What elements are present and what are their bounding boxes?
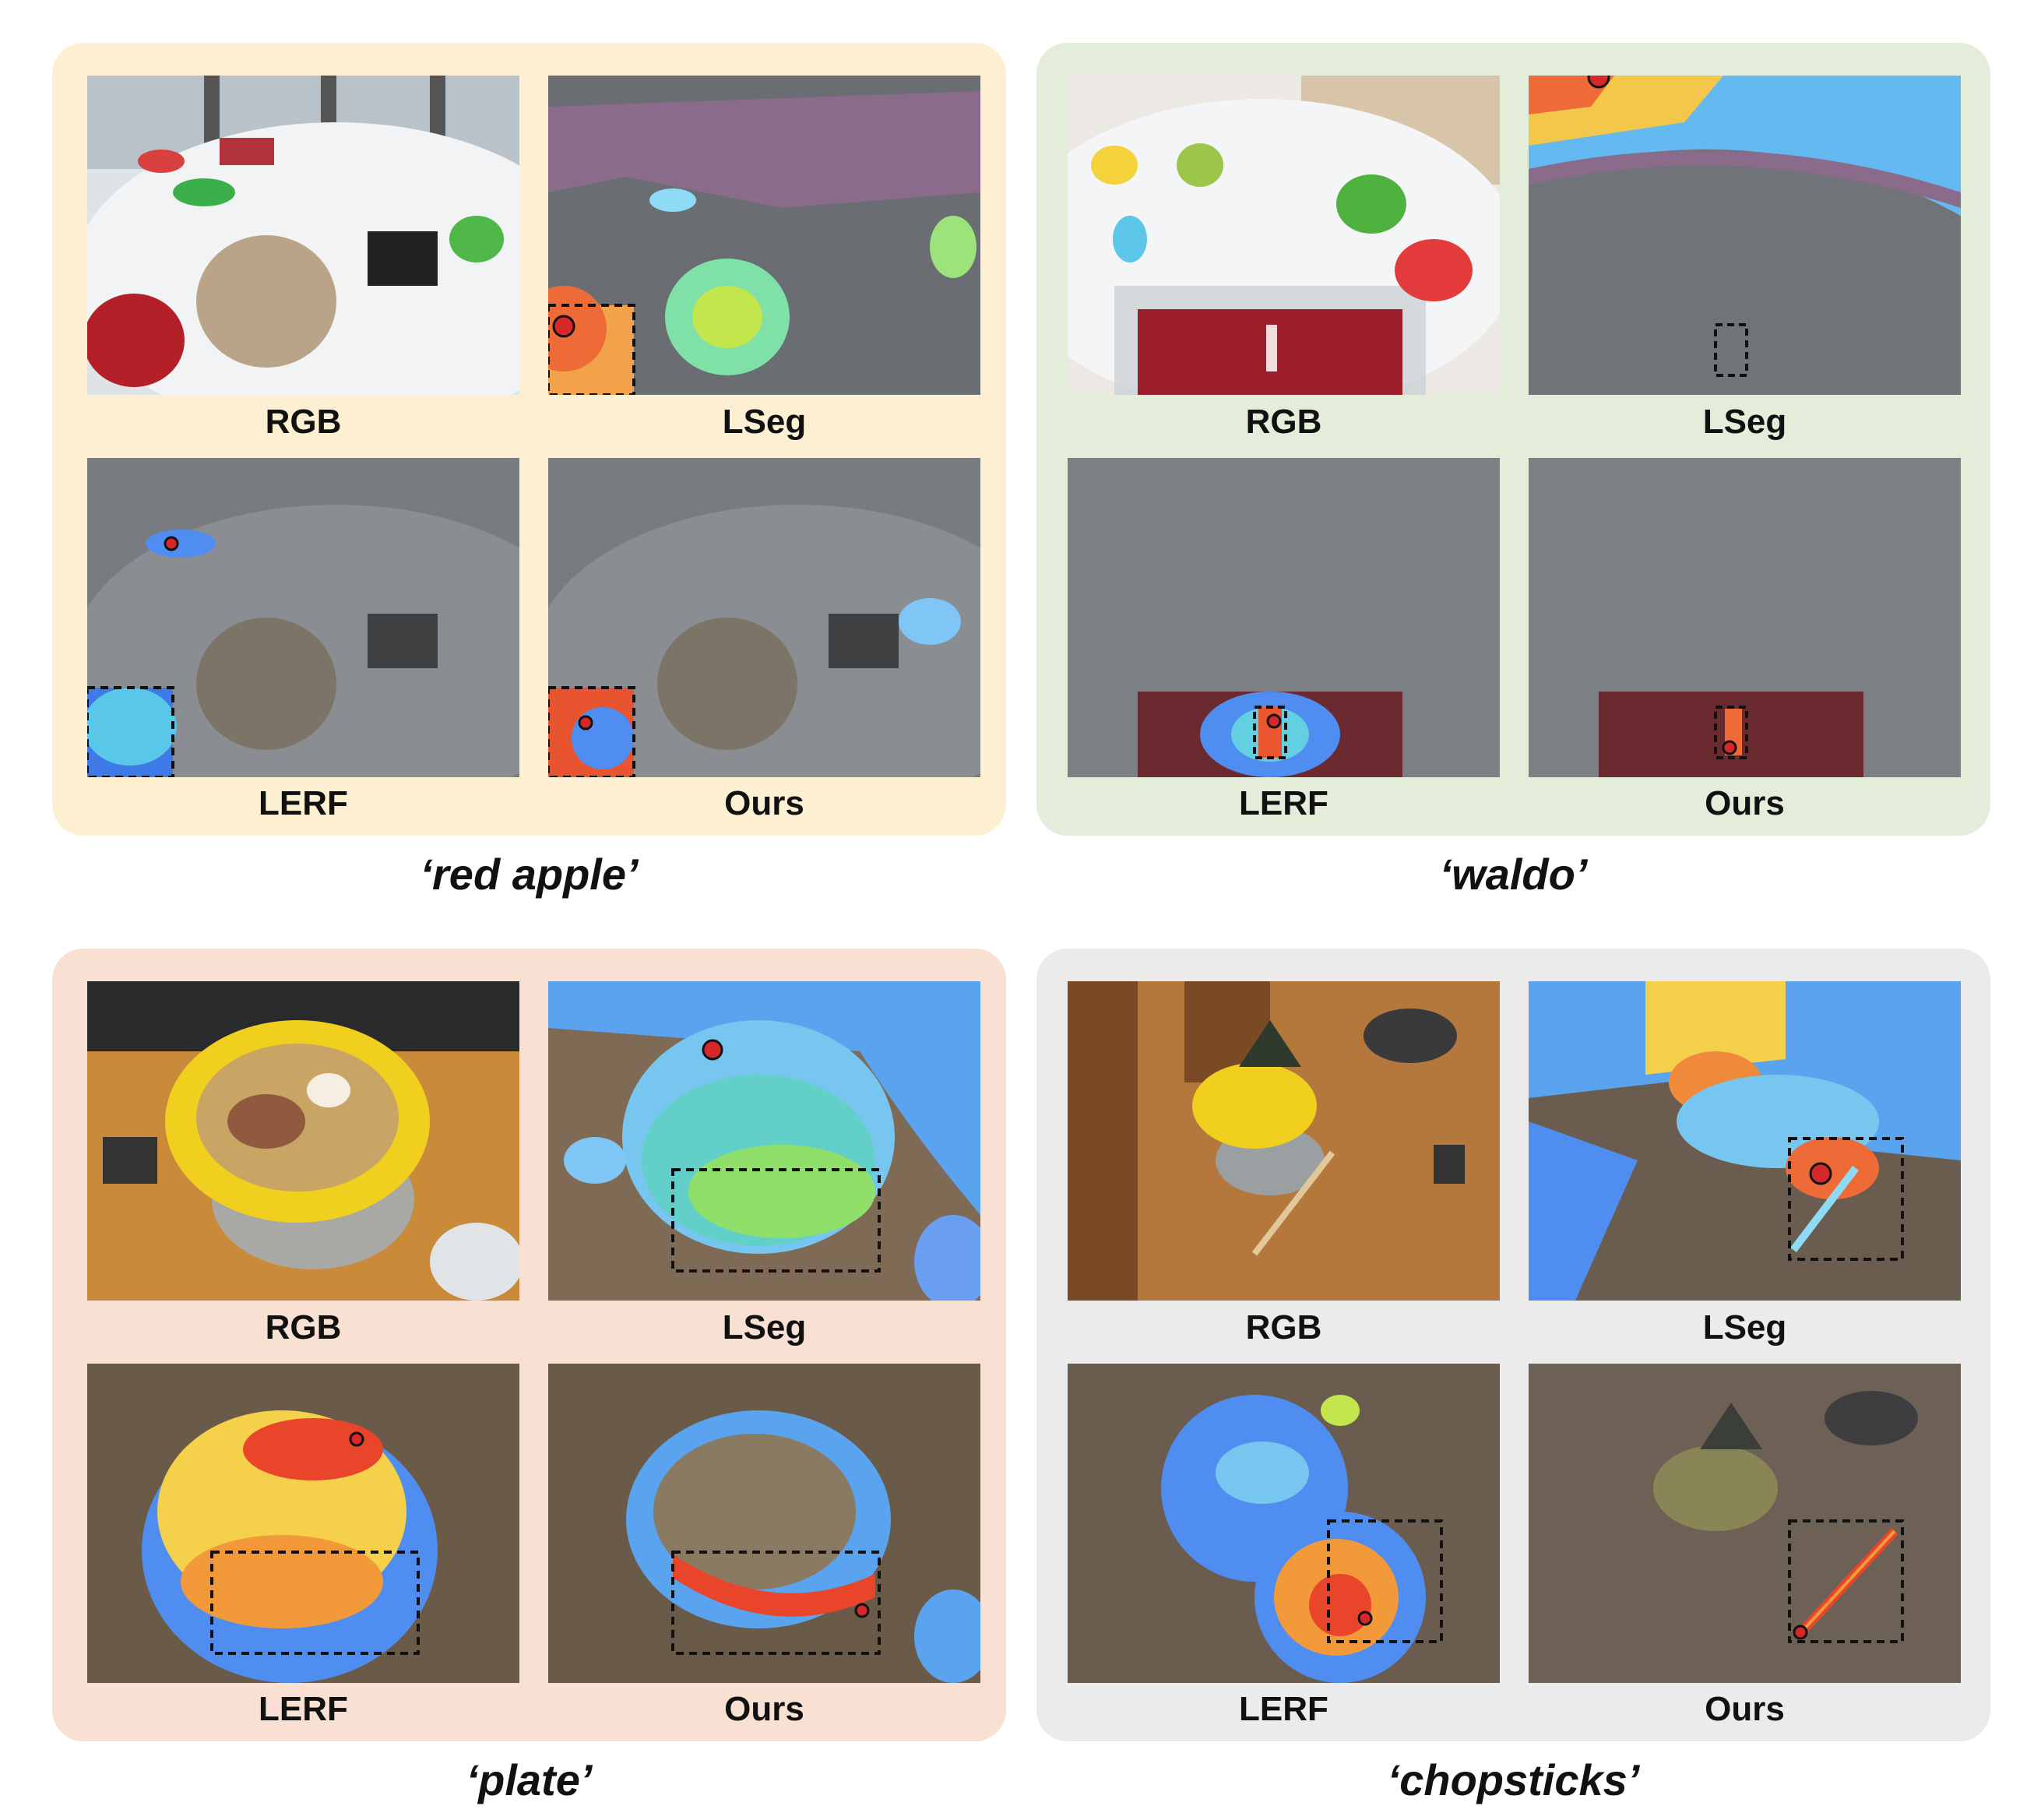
ours-heatmap — [1529, 458, 1961, 777]
lerf-heatmap — [1068, 1364, 1500, 1683]
lerf-heatmap — [87, 458, 519, 777]
lseg-heatmap — [548, 981, 980, 1301]
panel-waldo: RGB LSeg LERF Ours — [1036, 43, 1990, 836]
label-lseg: LSeg — [722, 1308, 807, 1347]
rgb-image — [1068, 981, 1500, 1301]
label-lseg: LSeg — [722, 403, 807, 441]
lseg-heatmap — [1529, 76, 1961, 395]
panel-red-apple: RGB LSeg LERF Ours — [52, 43, 1006, 836]
rgb-image — [87, 76, 519, 395]
caption-red-apple: ‘red apple’ — [420, 850, 639, 899]
label-lseg: LSeg — [1702, 403, 1787, 441]
lerf-heatmap — [1068, 458, 1500, 777]
caption-plate: ‘plate’ — [466, 1755, 593, 1804]
label-ours: Ours — [724, 1690, 804, 1728]
lseg-heatmap — [548, 76, 980, 395]
label-ours: Ours — [1705, 1690, 1785, 1728]
panel-plate: RGB LSeg LERF Ours — [52, 949, 1006, 1741]
label-rgb: RGB — [265, 403, 342, 441]
ours-heatmap — [548, 1364, 980, 1683]
caption-waldo: ‘waldo’ — [1439, 850, 1588, 899]
label-ours: Ours — [724, 784, 804, 822]
label-lerf: LERF — [1239, 1690, 1328, 1728]
label-ours: Ours — [1705, 784, 1785, 822]
label-lerf: LERF — [1239, 784, 1328, 822]
lseg-heatmap — [1529, 981, 1961, 1301]
ours-heatmap — [1529, 1364, 1961, 1683]
lerf-heatmap — [87, 1364, 519, 1683]
label-lerf: LERF — [259, 784, 348, 822]
label-rgb: RGB — [265, 1308, 342, 1347]
rgb-image — [87, 981, 519, 1301]
panel-chopsticks: RGB LSeg LERF Ours — [1036, 949, 1990, 1741]
ours-heatmap — [548, 458, 980, 777]
label-lseg: LSeg — [1702, 1308, 1787, 1347]
label-rgb: RGB — [1245, 1308, 1322, 1347]
label-lerf: LERF — [259, 1690, 348, 1728]
rgb-image — [1068, 76, 1500, 395]
label-rgb: RGB — [1245, 403, 1322, 441]
caption-chopsticks: ‘chopsticks’ — [1387, 1755, 1640, 1804]
